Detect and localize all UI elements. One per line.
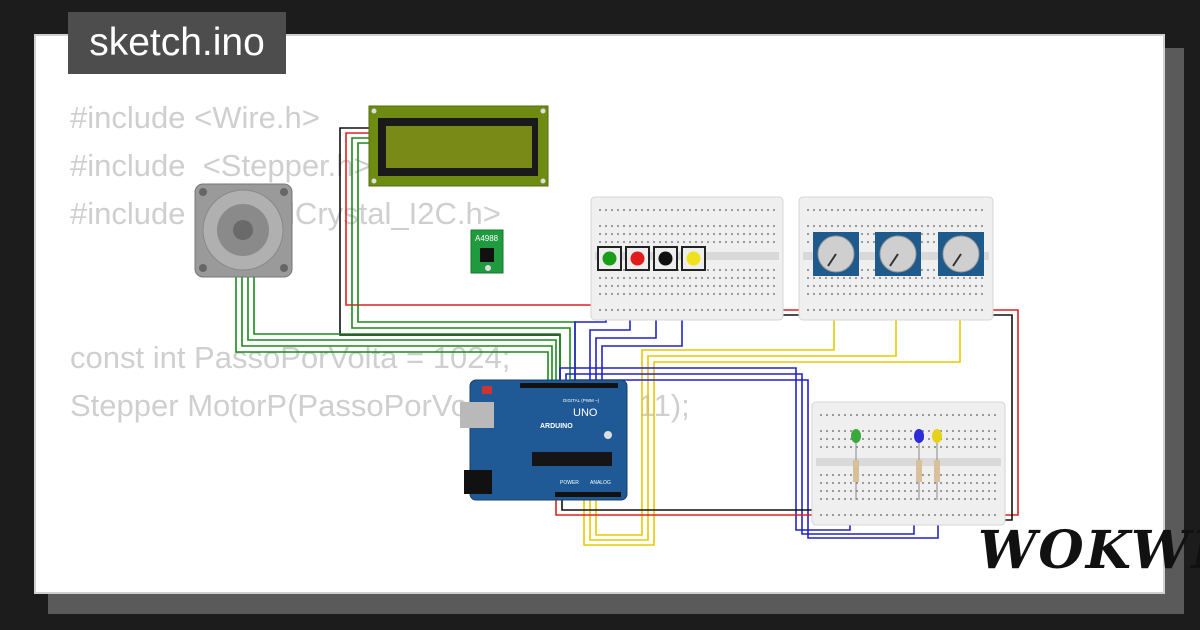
reset-button[interactable]: [482, 386, 492, 394]
usb-port: [460, 402, 494, 428]
led: [914, 429, 924, 500]
leds: [851, 429, 942, 500]
digital-label: DIGITAL (PWM ~): [563, 398, 600, 403]
push-button[interactable]: [597, 246, 622, 271]
lcd-display: [368, 105, 549, 187]
led: [932, 429, 942, 500]
potentiometers: [813, 232, 984, 276]
microcontroller-chip: [532, 452, 612, 466]
potentiometer[interactable]: [938, 232, 984, 276]
board-brand: ARDUINO: [540, 423, 573, 430]
power-label: POWER: [560, 480, 579, 486]
code-line: #include <Wire.h>: [70, 100, 320, 135]
led: [851, 429, 861, 500]
analog-label: ANALOG: [590, 480, 611, 486]
potentiometer[interactable]: [875, 232, 921, 276]
push-button[interactable]: [625, 246, 650, 271]
breadboard-leds: [811, 401, 1006, 526]
wires: [235, 127, 1019, 546]
board-model: UNO: [573, 407, 598, 419]
push-button[interactable]: [681, 246, 706, 271]
power-jack: [464, 470, 492, 494]
arduino-uno: UNO ARDUINO DIGITAL (PWM ~) POWER ANALOG: [460, 379, 628, 501]
wokwi-logo: WOKWI: [978, 520, 1200, 581]
potentiometer[interactable]: [813, 232, 859, 276]
stepper-driver: A4988: [470, 229, 504, 274]
code-line: #include <Stepper.h>: [70, 148, 372, 183]
push-button[interactable]: [653, 246, 678, 271]
sketch-title: sketch.ino: [68, 12, 286, 74]
push-buttons: [597, 246, 706, 271]
driver-label: A4988: [475, 234, 499, 243]
stepper-motor: [194, 183, 293, 278]
